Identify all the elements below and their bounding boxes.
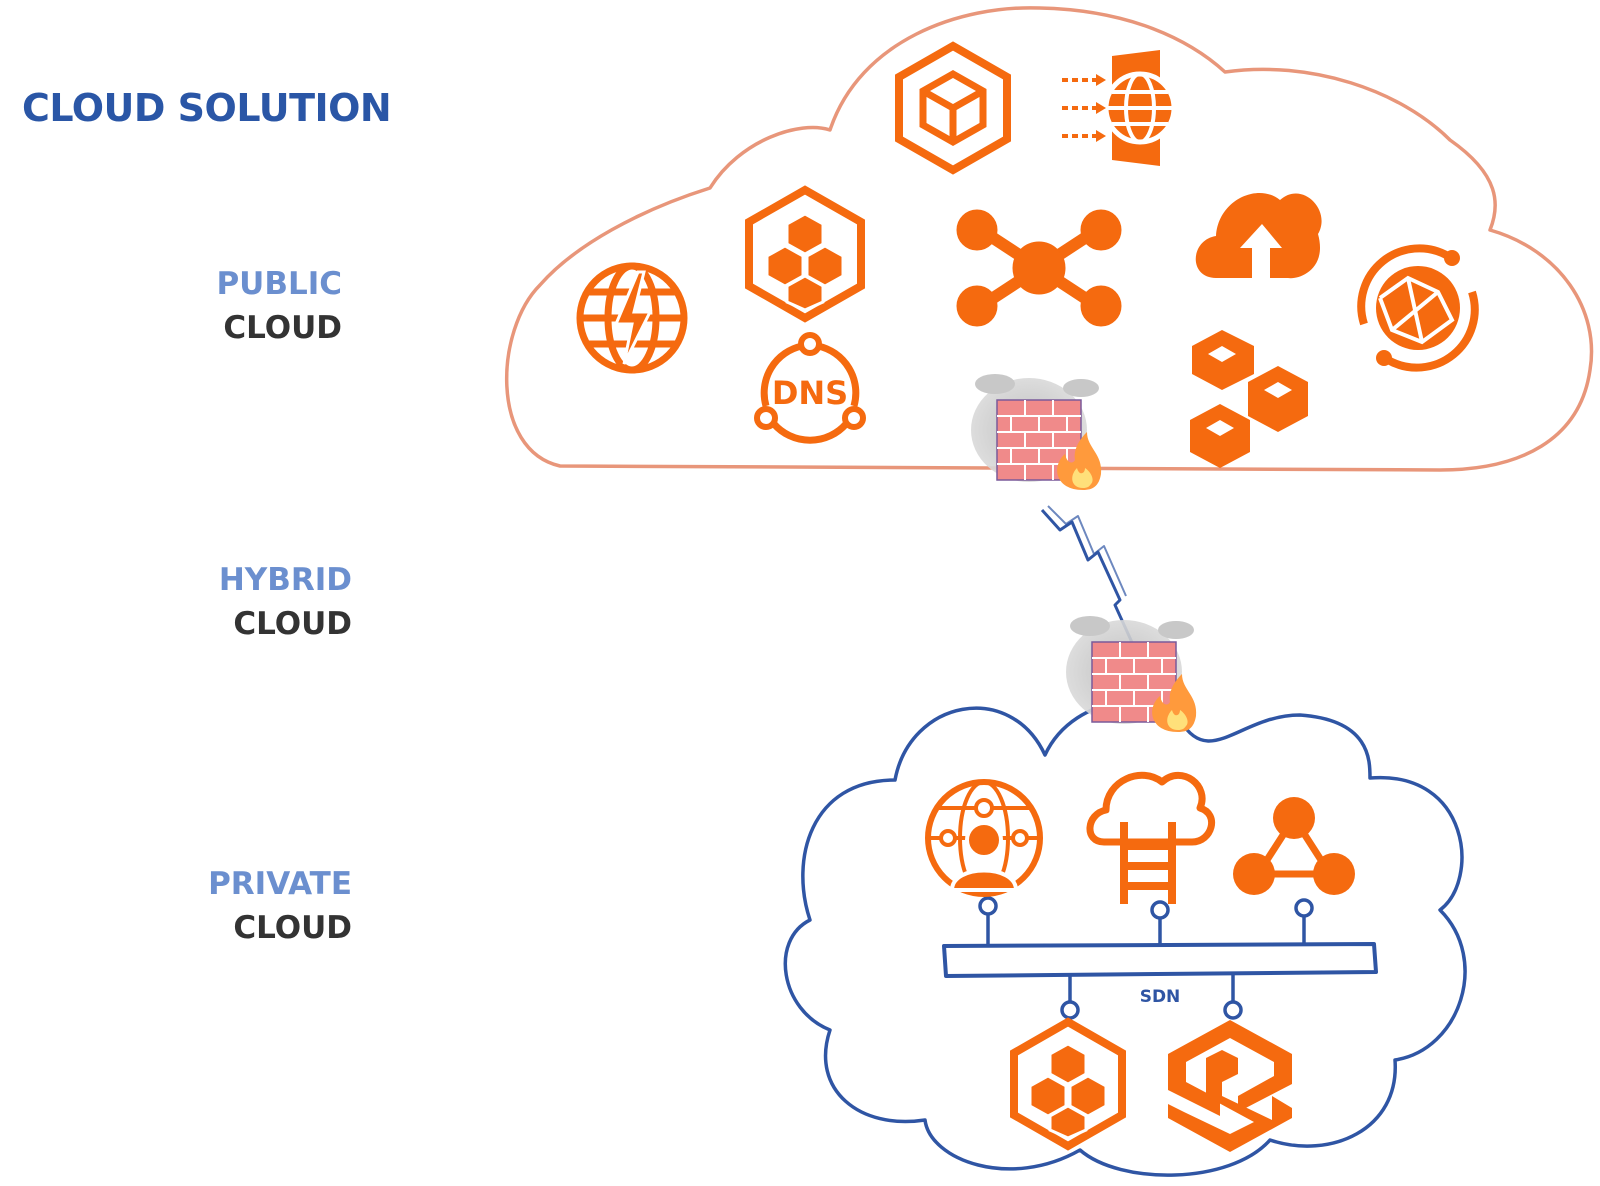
sdn-label: SDN (1140, 987, 1181, 1007)
hybrid-cloud-label: HYBRID CLOUD (219, 558, 352, 646)
public-label-line2: CLOUD (223, 310, 342, 346)
s-shape-icon (1168, 1020, 1292, 1152)
firewall-public-icon (971, 374, 1102, 490)
public-cloud-outline (505, 6, 1594, 472)
public-cloud-label: PUBLIC CLOUD (216, 262, 342, 350)
sdn-bus (942, 942, 1378, 978)
hybrid-link-line-2 (1047, 505, 1127, 597)
private-cloud-label: PRIVATE CLOUD (208, 862, 352, 950)
page-title: CLOUD SOLUTION (22, 86, 392, 130)
private-label-line1: PRIVATE (208, 866, 352, 902)
triangle-nodes-icon (1233, 797, 1355, 895)
cloud-ladder-icon (1086, 771, 1215, 904)
network-hub-icon (956, 209, 1122, 327)
user-network-icon (925, 779, 1043, 897)
hybrid-label-line2: CLOUD (233, 606, 352, 642)
dns-label: DNS (772, 374, 848, 412)
cube-cluster-icon (745, 185, 865, 323)
firewall-private-icon (1066, 616, 1197, 732)
cube-cluster-icon-private (1010, 1017, 1126, 1151)
hybrid-label-line1: HYBRID (218, 562, 352, 598)
global-network-icon (1357, 244, 1479, 372)
public-label-line1: PUBLIC (216, 266, 342, 302)
cloud-upload-icon (1195, 192, 1322, 279)
gateway-globe-icon (1062, 50, 1177, 166)
dns-icon: DNS (754, 332, 866, 444)
blocks-icon (1190, 330, 1308, 468)
hybrid-link-line (1040, 508, 1142, 661)
private-label-line2: CLOUD (233, 910, 352, 946)
container-service-icon (895, 41, 1011, 175)
sdn-connectors (978, 896, 1314, 1020)
cdn-globe-icon (576, 262, 688, 374)
